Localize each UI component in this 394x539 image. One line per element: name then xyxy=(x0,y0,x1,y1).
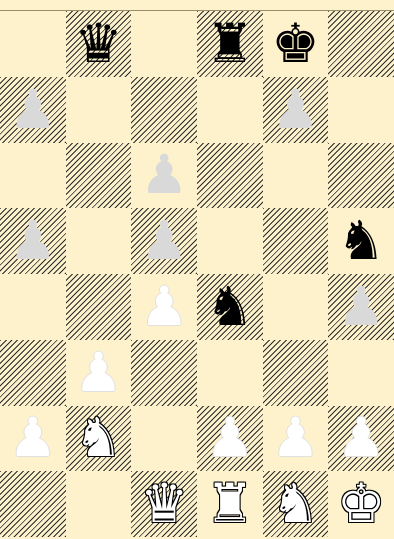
white-knight-icon[interactable]: ♞ xyxy=(263,471,329,537)
faint-pawn-icon[interactable]: ♟ xyxy=(328,274,394,340)
white-rook-icon[interactable]: ♜ xyxy=(197,471,263,537)
square-c5[interactable]: ♟ xyxy=(131,208,197,274)
white-knight-icon[interactable]: ♞ xyxy=(66,406,132,472)
white-king-icon[interactable]: ♚ xyxy=(328,471,394,537)
faint-pawn-icon[interactable]: ♟ xyxy=(0,208,66,274)
outline-pawn-icon[interactable]: ♟ xyxy=(0,406,66,472)
white-queen-icon[interactable]: ♛ xyxy=(131,471,197,537)
faint-pawn-icon[interactable]: ♟ xyxy=(263,77,329,143)
square-d1[interactable]: ♜ xyxy=(197,471,263,537)
square-a1[interactable] xyxy=(0,471,66,537)
square-e4[interactable] xyxy=(263,274,329,340)
black-king-icon[interactable]: ♚ xyxy=(263,11,329,77)
square-b2[interactable]: ♞ xyxy=(66,406,132,472)
black-knight-icon[interactable]: ♞ xyxy=(197,274,263,340)
square-d4[interactable]: ♞ xyxy=(197,274,263,340)
square-f2[interactable]: ♟ xyxy=(328,406,394,472)
square-a2[interactable]: ♟ xyxy=(0,406,66,472)
outline-pawn-icon[interactable]: ♟ xyxy=(197,406,263,472)
outline-pawn-icon[interactable]: ♟ xyxy=(263,406,329,472)
square-e7[interactable]: ♟ xyxy=(263,77,329,143)
square-c4[interactable]: ♟ xyxy=(131,274,197,340)
square-f7[interactable] xyxy=(328,77,394,143)
square-b3[interactable]: ♟ xyxy=(66,340,132,406)
square-b4[interactable] xyxy=(66,274,132,340)
square-c3[interactable] xyxy=(131,340,197,406)
square-a6[interactable] xyxy=(0,143,66,209)
square-d5[interactable] xyxy=(197,208,263,274)
square-f6[interactable] xyxy=(328,143,394,209)
square-a3[interactable] xyxy=(0,340,66,406)
square-a5[interactable]: ♟ xyxy=(0,208,66,274)
square-d3[interactable] xyxy=(197,340,263,406)
square-e5[interactable] xyxy=(263,208,329,274)
square-f8[interactable] xyxy=(328,11,394,77)
square-a7[interactable]: ♟ xyxy=(0,77,66,143)
square-b7[interactable] xyxy=(66,77,132,143)
square-d7[interactable] xyxy=(197,77,263,143)
square-d2[interactable]: ♟ xyxy=(197,406,263,472)
square-e2[interactable]: ♟ xyxy=(263,406,329,472)
square-a8[interactable] xyxy=(0,11,66,77)
outline-pawn-icon[interactable]: ♟ xyxy=(131,274,197,340)
faint-pawn-icon[interactable]: ♟ xyxy=(0,77,66,143)
square-d6[interactable] xyxy=(197,143,263,209)
square-c2[interactable] xyxy=(131,406,197,472)
square-b6[interactable] xyxy=(66,143,132,209)
outline-pawn-icon[interactable]: ♟ xyxy=(66,340,132,406)
square-b1[interactable] xyxy=(66,471,132,537)
faint-pawn-icon[interactable]: ♟ xyxy=(131,143,197,209)
square-c6[interactable]: ♟ xyxy=(131,143,197,209)
square-e6[interactable] xyxy=(263,143,329,209)
square-b8[interactable]: ♛ xyxy=(66,11,132,77)
square-e3[interactable] xyxy=(263,340,329,406)
square-b5[interactable] xyxy=(66,208,132,274)
black-rook-icon[interactable]: ♜ xyxy=(197,11,263,77)
square-f5[interactable]: ♞ xyxy=(328,208,394,274)
square-a4[interactable] xyxy=(0,274,66,340)
square-c8[interactable] xyxy=(131,11,197,77)
square-e1[interactable]: ♞ xyxy=(263,471,329,537)
square-f4[interactable]: ♟ xyxy=(328,274,394,340)
square-f3[interactable] xyxy=(328,340,394,406)
square-c7[interactable] xyxy=(131,77,197,143)
square-c1[interactable]: ♛ xyxy=(131,471,197,537)
black-knight-icon[interactable]: ♞ xyxy=(328,208,394,274)
square-f1[interactable]: ♚ xyxy=(328,471,394,537)
outline-pawn-icon[interactable]: ♟ xyxy=(328,406,394,472)
chess-board[interactable]: ♛♜♚♟♟♟♟♟♞♟♞♟♟♟♞♟♟♟♛♜♞♚ xyxy=(0,10,394,537)
square-d8[interactable]: ♜ xyxy=(197,11,263,77)
square-e8[interactable]: ♚ xyxy=(263,11,329,77)
black-queen-icon[interactable]: ♛ xyxy=(66,11,132,77)
faint-pawn-icon[interactable]: ♟ xyxy=(131,208,197,274)
